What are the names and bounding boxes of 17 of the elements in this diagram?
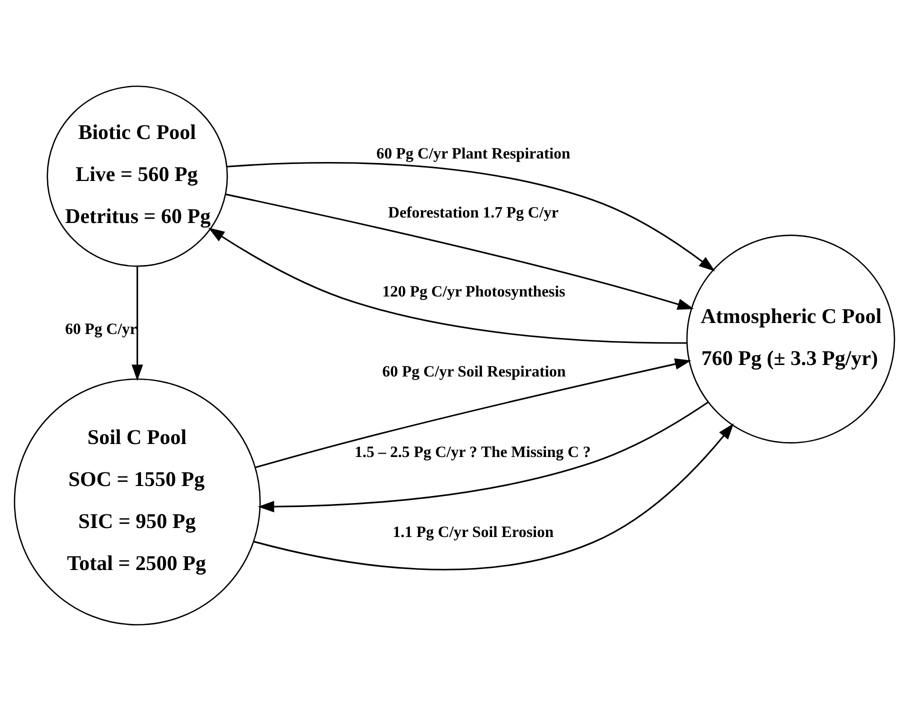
arrow xyxy=(226,162,715,271)
edge-label: 1.1 Pg C/yr Soil Erosion xyxy=(392,523,554,540)
edge-label: 60 Pg C/yr Soil Respiration xyxy=(382,363,566,380)
edge-label: 120 Pg C/yr Photosynthesis xyxy=(382,283,565,300)
arrow xyxy=(131,266,143,380)
arrow xyxy=(253,422,734,570)
arrow xyxy=(208,227,686,344)
edge-label: 60 Pg C/yr Plant Respiration xyxy=(376,145,570,162)
arrow xyxy=(257,401,708,512)
node-circle: Soil C Pool SOC = 1550 Pg SIC = 950 Pg Total = 2500 Pg xyxy=(13,378,260,625)
arrow xyxy=(254,358,691,468)
edge-label: 1.5 – 2.5 Pg C/yr ? The Missing C ? xyxy=(354,443,590,460)
node-circle: Biotic C Pool Live = 560 Pg Detritus = 60 Pg xyxy=(46,85,228,266)
edge-label: 60 Pg C/yr xyxy=(64,320,136,338)
arrow xyxy=(224,193,694,310)
node-circle: Atmospheric C Pool 760 Pg (± 3.3 Pg/yr) xyxy=(686,234,895,443)
edge-label: Deforestation 1.7 Pg C/yr xyxy=(388,204,558,222)
